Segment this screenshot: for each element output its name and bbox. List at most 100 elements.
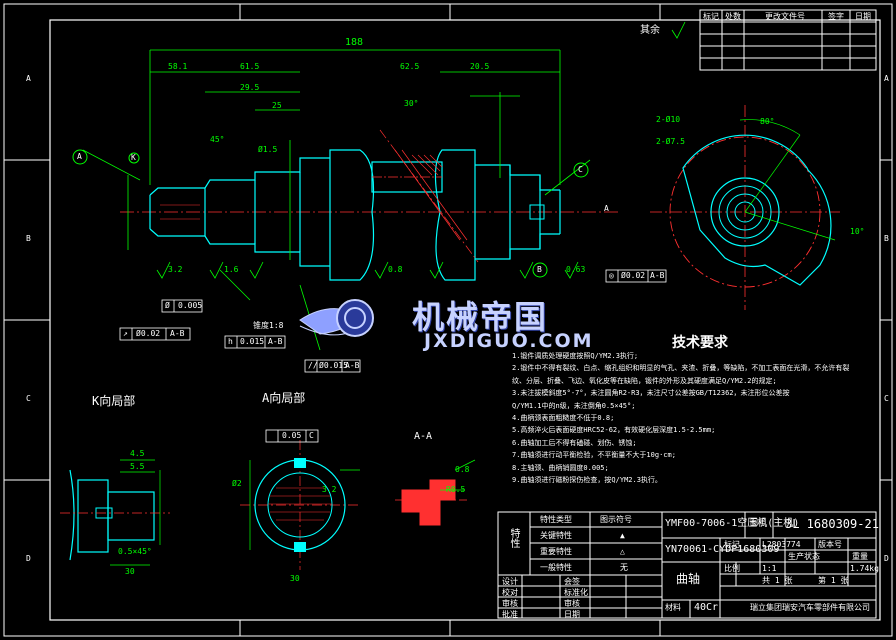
detail-k-dim: 0.5×45° [118, 547, 152, 556]
serial-label: 标记 [724, 540, 740, 549]
zone-ticks [4, 4, 892, 636]
roughness-symbols [156, 21, 686, 279]
dim-label: 0.8 [388, 265, 403, 274]
feature-header: 特性类型 [540, 515, 572, 524]
tol-ref: A-B [650, 271, 665, 280]
revision-header: 处数 [725, 12, 741, 21]
detail-a-dim: Ø2 [232, 479, 242, 488]
tol-ref: A-B [170, 329, 185, 338]
weight-value: 1.74kg [850, 564, 879, 573]
section-aa-title: A-A [414, 431, 433, 442]
tol-symbol: h [228, 337, 233, 346]
feature-type: 重要特性 [540, 547, 572, 556]
material-label: 材料 [665, 603, 681, 612]
datum-letter: C [578, 165, 583, 174]
zone-letter-left: C [26, 394, 31, 403]
tol-symbol: Ø [165, 301, 170, 310]
detail-a-dim: 30 [290, 574, 300, 583]
tol-value: Ø0.02 [136, 329, 161, 338]
sheet-number: 第 1 张 [818, 576, 849, 585]
side-dim: 2-Ø7.5 [656, 137, 685, 146]
tol-ref: A-B [268, 337, 283, 346]
sign-row-label: 设计 [502, 577, 518, 586]
tech-requirement-item: 1.锻件调质处理硬度按照Q/YM2.3执行; [512, 352, 639, 360]
tech-requirements-list: 1.锻件调质处理硬度按照Q/YM2.3执行; 2.锻件中不得有裂纹、白点、缩孔组… [512, 350, 888, 486]
dim-label: 62.5 [400, 62, 420, 71]
taper-label: 锥度1:8 [253, 321, 284, 330]
scale-value: 1:1 [762, 564, 777, 573]
main-dimension-lines [82, 49, 591, 351]
section-aa-dim: 0.8 [455, 465, 470, 474]
watermark-url: JXDIGUO.COM [424, 330, 594, 352]
detail-k-view [60, 459, 170, 566]
tech-requirement-item: 5.高频淬火后表面硬度HRC52-62，有效硬化层深度1.5-2.5mm; [512, 426, 716, 435]
scale-label: 比例 [724, 564, 740, 573]
crankshaft-side-view [650, 105, 840, 310]
sign-row-label: 审核 [502, 599, 518, 608]
tol-symbol: ◎ [609, 271, 614, 280]
detail-a-title: A向局部 [262, 391, 306, 405]
zone-letter-left: A [26, 74, 31, 83]
dim-label: 20.5 [470, 62, 490, 71]
detail-k-dim: 30 [125, 567, 135, 576]
detail-k-dim: 5.5 [130, 462, 145, 471]
watermark-title: 机械帝国 [412, 298, 549, 336]
sign-row-right-label: 标准化 [564, 588, 588, 597]
tech-requirements-title: 技术要求 [672, 335, 728, 351]
tech-requirement-item: 9.曲轴须进行磁粉探伤检查，按Q/YM2.3执行。 [512, 476, 662, 485]
tol-symbol: // [308, 361, 318, 370]
dim-label: 25 [272, 101, 282, 110]
tech-requirement-item: 7.曲轴须进行动平衡检验，不平衡量不大于10g·cm; [512, 451, 676, 460]
detail-a-view [240, 429, 360, 570]
tol-value: 0.015 [240, 337, 265, 346]
tech-requirement-item: 纹、分层、折叠、飞边、氧化皮等在缺陷，锻件的外形及其硬度满足Q/YM2.2的规定… [512, 376, 777, 385]
tech-requirement-item: 2.锻件中不得有裂纹、白点、缩孔组织和明显的气孔、夹渣、折叠，等缺陷，不加工表面… [512, 364, 850, 373]
weight-label: 重量 [852, 552, 868, 561]
company-name: 瑞立集团瑞安汽车零部件有限公司 [750, 603, 870, 612]
detail-a-frame-value: 0.05 [282, 431, 302, 440]
detail-k-title: K向局部 [92, 394, 136, 408]
zone-letter-left: B [26, 234, 31, 243]
zone-letter-right: C [884, 394, 889, 403]
tol-value: Ø0.015 [319, 361, 348, 370]
dim-label: 0.63 [566, 265, 586, 274]
revision-header: 签字 [828, 12, 844, 21]
zone-letter-right: D [884, 554, 889, 563]
stage-label: 生产状态 [788, 552, 820, 561]
datum-letter: B [537, 265, 542, 274]
view-arrow-label: A [604, 204, 609, 213]
product-model: YMF00-7006-1空压机(主机) [665, 518, 800, 529]
revision-header: 日期 [855, 12, 871, 21]
feature-type: 一般特性 [540, 563, 572, 572]
zone-letter-left: D [26, 554, 31, 563]
sign-row-label: 校对 [502, 588, 518, 597]
zone-letter-right: A [884, 74, 889, 83]
roughness-other-note: 其余 [640, 25, 660, 36]
feature-symbol: ▲ [620, 531, 625, 540]
tol-value: 0.005 [178, 301, 203, 310]
sign-row-right-label: 会签 [564, 577, 580, 586]
part-name: 曲轴 [676, 572, 701, 586]
detail-a-frame-ref: C [309, 431, 314, 440]
dim-label: 3.2 [168, 265, 183, 274]
feature-header: 图示符号 [600, 515, 632, 524]
dim-label: 45° [210, 135, 225, 144]
tol-ref: A-B [345, 361, 360, 370]
tech-requirement-item: 8.主轴颈、曲柄销圆度0.005; [512, 463, 609, 472]
zone-letter-right: B [884, 234, 889, 243]
sign-row-right-label: 审核 [564, 599, 580, 608]
serial-value: L2803774 [762, 540, 801, 549]
tech-requirement-item: 3.未注拔模斜度5°-7°，未注圆角R2-R3，未注尺寸公差按GB/T12362… [512, 389, 790, 398]
part-number-label: 图号 [750, 518, 766, 527]
revision-header: 更改文件号 [765, 12, 805, 21]
watermark-logo [299, 299, 374, 337]
revision-header: 标记 [703, 12, 719, 21]
tol-symbol: ↗ [123, 329, 128, 338]
dim-label: 1.6 [224, 265, 239, 274]
title-block-grid [497, 511, 877, 619]
crankshaft-main-view [120, 129, 620, 281]
part-number: 3L 1680309-21 [785, 517, 879, 531]
sheets-total: 共 1 张 [762, 576, 793, 585]
tech-requirement-item: 4.曲柄颈表面粗糙度不低于0.8; [512, 414, 615, 423]
feature-side-label: 特性 [508, 528, 519, 548]
